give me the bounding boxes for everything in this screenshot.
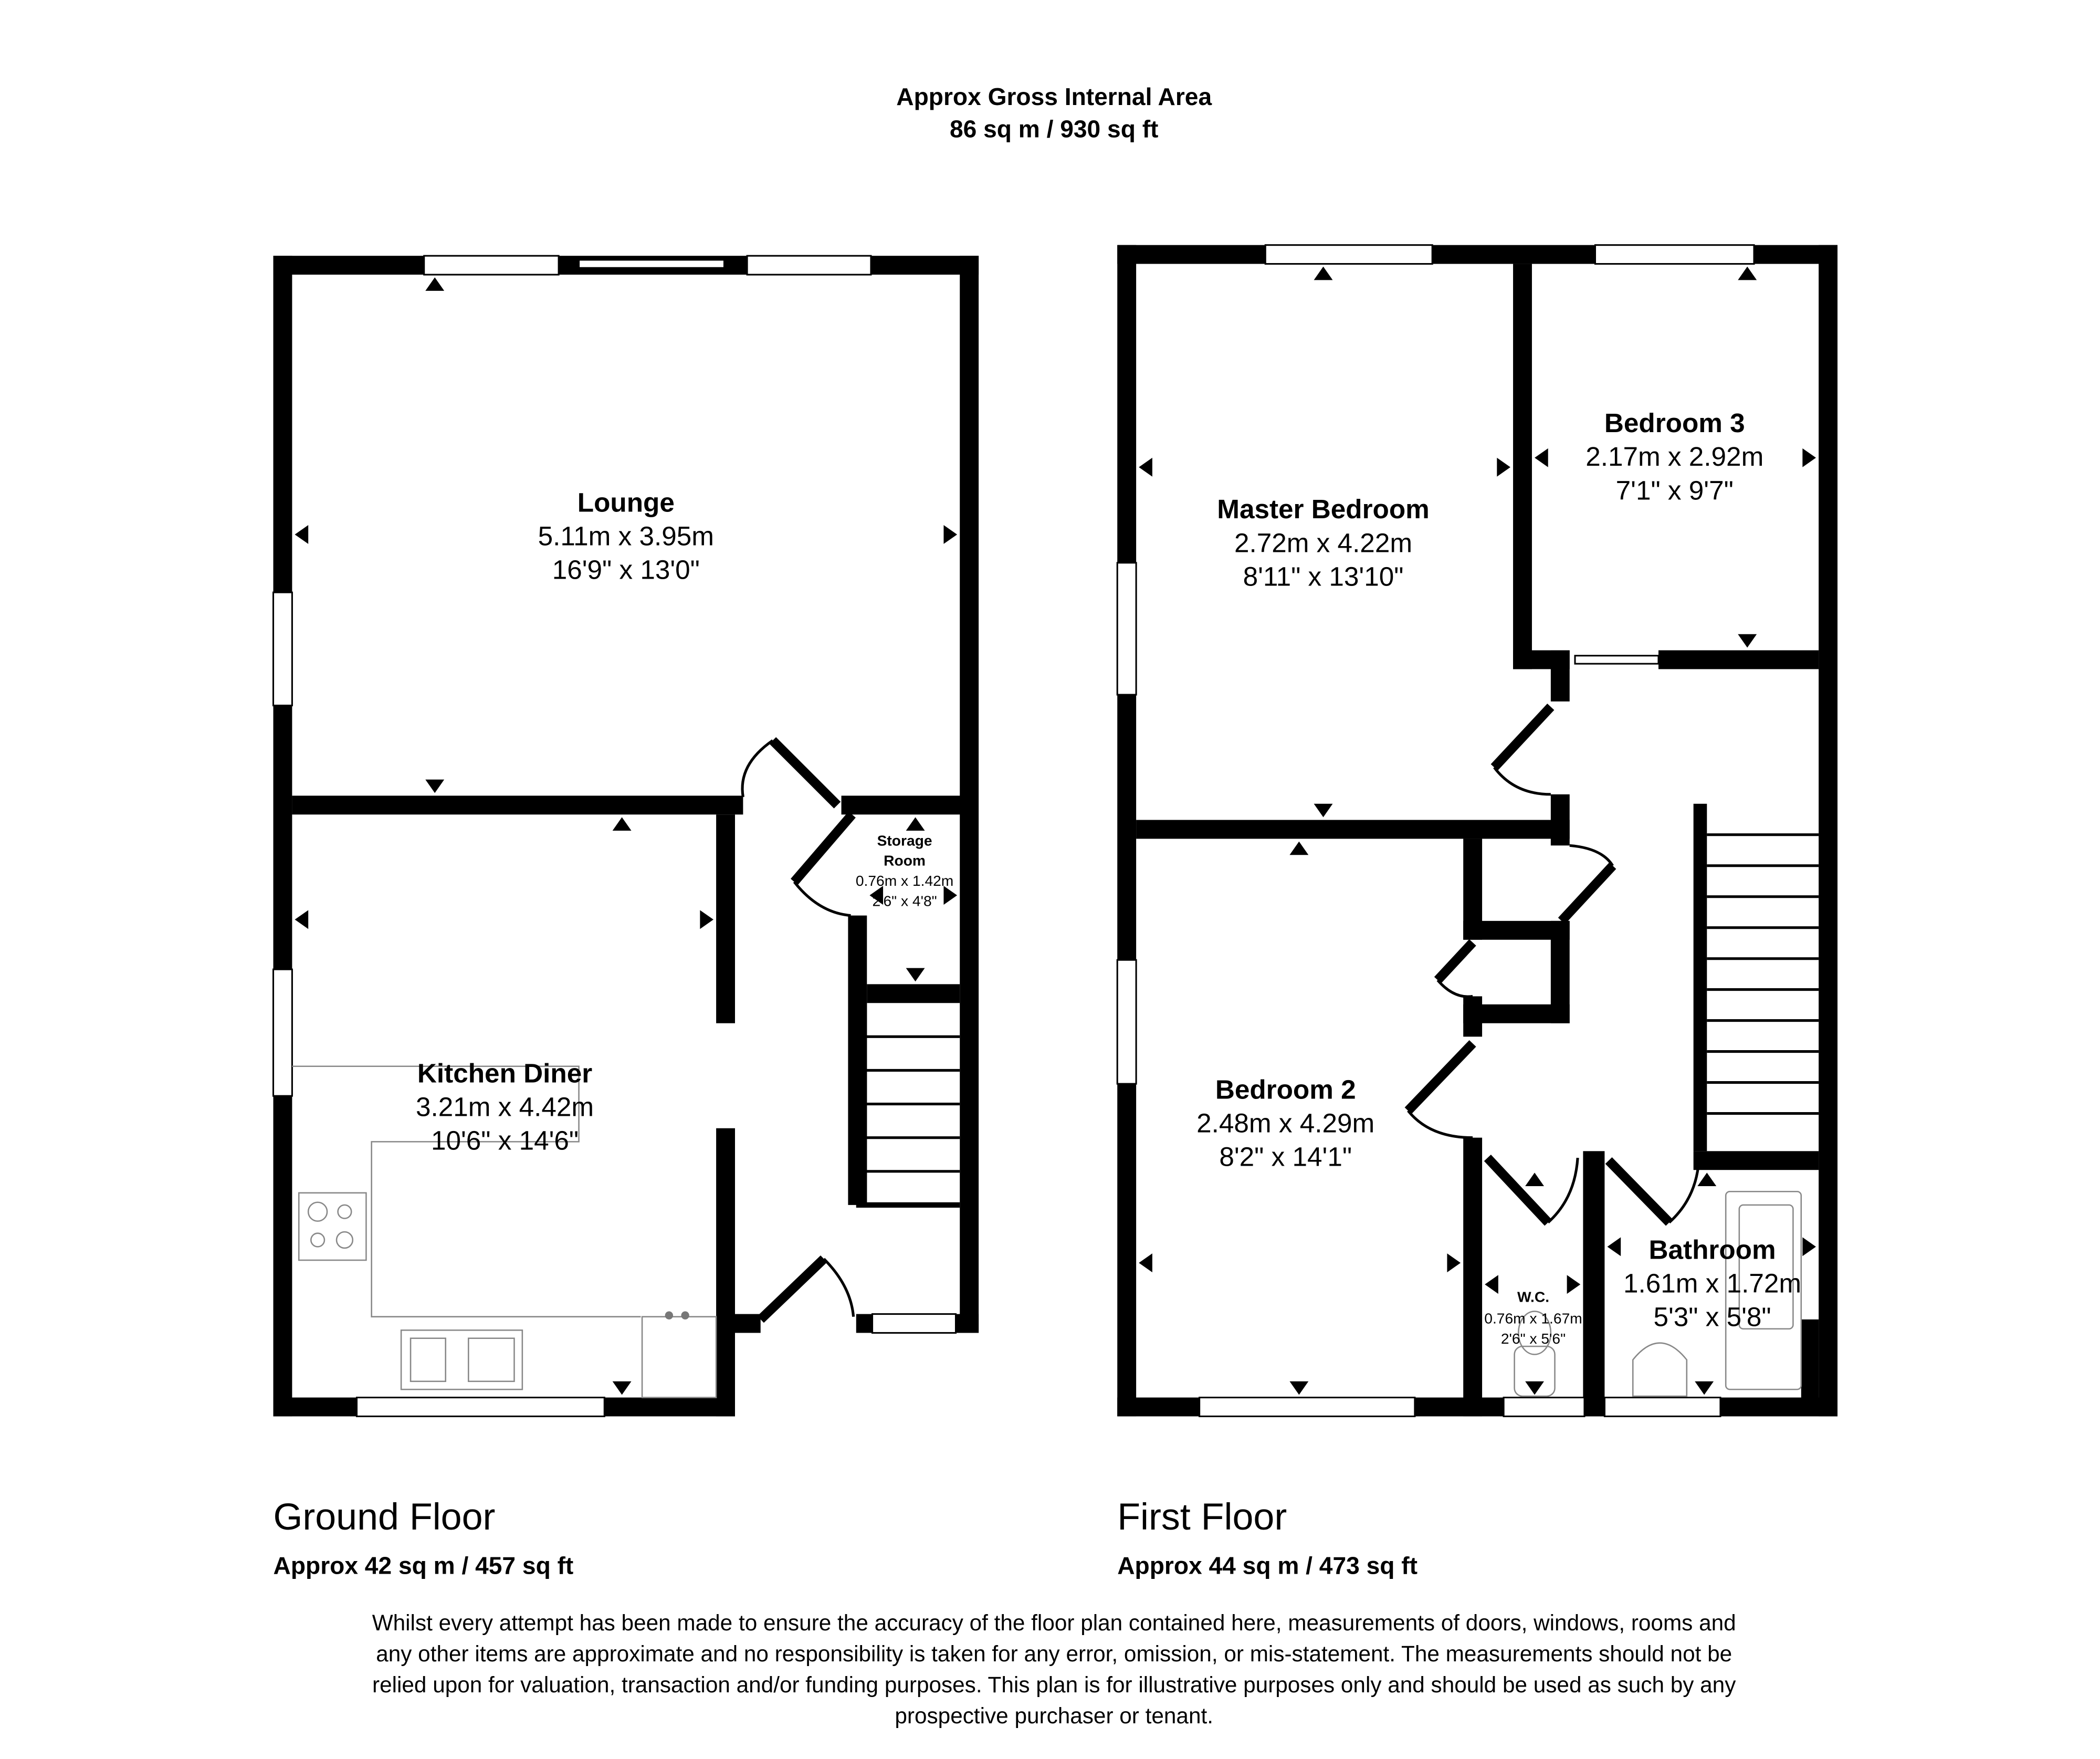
bed3-name: Bedroom 3 [1604,408,1745,438]
disclaimer-line: Whilst every attempt has been made to en… [372,1610,1736,1635]
bed2-name: Bedroom 2 [1215,1074,1356,1104]
storage-name-1: Storage [877,832,932,849]
bed3-imperial: 7'1" x 9'7" [1616,475,1734,505]
disclaimer-line: relied upon for valuation, transaction a… [372,1672,1736,1697]
disclaimer-line: prospective purchaser or tenant. [895,1703,1213,1728]
first-floor-label: First Floor [1117,1496,1287,1538]
ground-floor-area: Approx 42 sq m / 457 sq ft [274,1552,574,1579]
bed2-imperial: 8'2" x 14'1" [1219,1142,1352,1172]
wc-name: W.C. [1517,1288,1549,1305]
stairs [1693,803,1819,1151]
toilet-icon [1514,1345,1556,1397]
measure-arrows [295,277,958,1395]
first-floor-area: Approx 44 sq m / 473 sq ft [1117,1552,1418,1579]
bath-icon [1725,1190,1802,1390]
storage-metric: 0.76m x 1.42m [856,872,953,889]
ground-floor-plan: Lounge 5.11m x 3.95m 16'9" x 13'0" Kitch… [272,255,979,1417]
stairs [856,1003,960,1208]
disclaimer-line: any other items are approximate and no r… [376,1641,1732,1666]
bed3-metric: 2.17m x 2.92m [1586,442,1763,472]
kitchen-metric: 3.21m x 4.42m [416,1092,594,1122]
disclaimer: Whilst every attempt has been made to en… [372,1610,1736,1728]
kitchen-imperial: 10'6" x 14'6" [431,1126,579,1156]
ground-floor-label: Ground Floor [274,1496,496,1538]
bath-metric: 1.61m x 1.72m [1623,1269,1801,1299]
lounge-name: Lounge [578,487,675,517]
first-floor-plan: Master Bedroom 2.72m x 4.22m 8'11" x 13'… [1116,244,1838,1417]
bath-imperial: 5'3" x 5'8" [1653,1302,1771,1332]
master-imperial: 8'11" x 13'10" [1243,561,1404,591]
master-name: Master Bedroom [1217,494,1430,524]
sink-icon [400,1329,523,1390]
storage-name-2: Room [884,852,926,869]
wc-imperial: 2'6" x 5'6" [1501,1330,1566,1347]
header-title: Approx Gross Internal Area [896,83,1212,110]
kitchen-name: Kitchen Diner [417,1059,592,1088]
measure-arrows [1139,266,1816,1395]
lounge-imperial: 16'9" x 13'0" [552,555,700,585]
bed2-metric: 2.48m x 4.29m [1196,1108,1374,1138]
basin-icon [1632,1342,1688,1397]
storage-imperial: 2'6" x 4'8" [872,893,937,909]
header-area: 86 sq m / 930 sq ft [950,116,1158,143]
bath-name: Bathroom [1648,1234,1776,1264]
wc-metric: 0.76m x 1.67m [1484,1310,1582,1327]
hob-icon [298,1192,367,1261]
master-metric: 2.72m x 4.22m [1234,528,1412,558]
lounge-metric: 5.11m x 3.95m [538,521,714,551]
